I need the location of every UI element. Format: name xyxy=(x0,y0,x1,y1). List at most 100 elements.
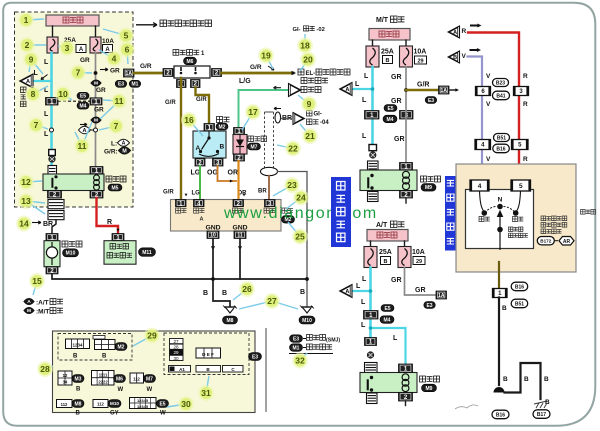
svg-text::M/T: :M/T xyxy=(36,309,49,316)
svg-text:21: 21 xyxy=(305,131,315,141)
svg-text:L: L xyxy=(34,70,39,77)
svg-text:1: 1 xyxy=(50,235,54,241)
svg-text:34: 34 xyxy=(63,380,68,385)
svg-text:B: B xyxy=(220,144,225,151)
svg-text:2: 2 xyxy=(95,192,99,198)
svg-text:4: 4 xyxy=(197,201,201,207)
svg-text:2: 2 xyxy=(25,40,30,50)
svg-text:24: 24 xyxy=(296,193,306,203)
svg-text:3: 3 xyxy=(268,201,272,207)
svg-text:M1: M1 xyxy=(132,82,139,88)
svg-text:1: 1 xyxy=(369,313,373,319)
svg-text:OR: OR xyxy=(228,170,239,177)
svg-text:29: 29 xyxy=(147,331,157,341)
svg-text:A1: A1 xyxy=(179,367,185,372)
svg-text:29: 29 xyxy=(417,59,423,65)
svg-text:7: 7 xyxy=(114,121,119,131)
svg-text:A: A xyxy=(345,289,349,295)
svg-text:A: A xyxy=(79,47,84,53)
svg-text:G/R:: G/R: xyxy=(104,149,118,156)
svg-text:29: 29 xyxy=(416,259,422,265)
svg-text:6: 6 xyxy=(125,45,130,55)
svg-text:B: B xyxy=(453,55,457,61)
svg-text:M10: M10 xyxy=(110,401,119,406)
svg-text:2: 2 xyxy=(50,268,54,274)
svg-text:1: 1 xyxy=(116,235,120,241)
svg-text:M6: M6 xyxy=(116,376,123,382)
svg-text:E5: E5 xyxy=(80,94,86,100)
svg-text:1: 1 xyxy=(370,113,374,119)
svg-text:W: W xyxy=(160,411,166,417)
svg-text:A: A xyxy=(26,79,30,85)
svg-text:M6: M6 xyxy=(187,59,194,65)
svg-text:2: 2 xyxy=(194,82,198,88)
svg-text:M10: M10 xyxy=(66,251,76,257)
svg-text:B16: B16 xyxy=(496,412,505,418)
svg-text:M2: M2 xyxy=(285,217,292,223)
svg-text:A: A xyxy=(200,217,204,223)
svg-text:2: 2 xyxy=(166,71,170,77)
svg-text:R: R xyxy=(523,101,528,108)
svg-text:2: 2 xyxy=(237,201,241,207)
svg-text:GND: GND xyxy=(205,225,220,232)
svg-text:11: 11 xyxy=(237,233,243,239)
svg-text:E3: E3 xyxy=(428,98,434,104)
svg-text:(SMJ): (SMJ) xyxy=(326,338,340,344)
svg-text:GR: GR xyxy=(391,98,402,105)
svg-text:GR: GR xyxy=(110,68,120,75)
svg-text:L: L xyxy=(361,322,366,329)
svg-text:LG: LG xyxy=(191,170,201,177)
svg-text:L: L xyxy=(44,111,49,118)
svg-text:1A: 1A xyxy=(441,88,448,94)
svg-text:31: 31 xyxy=(201,388,211,398)
svg-text:G/R: G/R xyxy=(165,100,176,106)
svg-text:7: 7 xyxy=(34,120,39,130)
svg-text:E5: E5 xyxy=(159,401,165,407)
svg-text:19: 19 xyxy=(261,51,271,61)
svg-text:B: B xyxy=(524,376,529,383)
svg-text:1: 1 xyxy=(208,125,212,131)
svg-text:M3: M3 xyxy=(75,376,82,382)
svg-text:M9: M9 xyxy=(426,386,433,392)
svg-text:1: 1 xyxy=(50,99,54,105)
svg-text:26: 26 xyxy=(242,284,252,294)
svg-text:10: 10 xyxy=(58,89,68,99)
svg-text:1111: 1111 xyxy=(99,373,108,378)
svg-text:3: 3 xyxy=(65,43,70,53)
svg-text:1: 1 xyxy=(237,129,241,135)
svg-text:C: C xyxy=(231,367,235,372)
svg-text:OR: OR xyxy=(238,191,248,197)
svg-text:L: L xyxy=(44,87,49,94)
svg-text:B51: B51 xyxy=(515,301,524,307)
svg-text:B: B xyxy=(76,387,81,393)
svg-text:22: 22 xyxy=(288,144,298,154)
svg-text:GY: GY xyxy=(110,411,119,417)
svg-text:B51: B51 xyxy=(497,135,506,141)
svg-text:B: B xyxy=(384,259,388,265)
svg-text:6: 6 xyxy=(481,89,485,95)
svg-text:1: 1 xyxy=(404,366,408,372)
svg-text:112: 112 xyxy=(97,402,104,407)
svg-text:B: B xyxy=(502,305,507,312)
svg-text:4: 4 xyxy=(481,143,485,149)
svg-text:B: B xyxy=(222,290,227,297)
svg-text:B: B xyxy=(102,354,107,360)
svg-text:12: 12 xyxy=(63,373,68,378)
svg-text:R: R xyxy=(462,28,467,35)
svg-text:12: 12 xyxy=(21,177,31,187)
svg-text:M11: M11 xyxy=(142,250,152,256)
svg-text:27: 27 xyxy=(173,339,179,344)
svg-text:25: 25 xyxy=(295,232,305,242)
svg-text:M: M xyxy=(27,308,31,314)
svg-text:B: B xyxy=(503,376,508,383)
svg-text:10A: 10A xyxy=(102,38,114,45)
svg-text:EL-: EL- xyxy=(306,71,316,77)
svg-text:A: A xyxy=(453,30,457,36)
svg-text:1: 1 xyxy=(24,15,29,25)
svg-text:R: R xyxy=(523,73,528,80)
svg-text:N: N xyxy=(498,197,503,204)
svg-text:M2: M2 xyxy=(219,124,226,130)
svg-text:9: 9 xyxy=(29,55,34,65)
svg-text:AR: AR xyxy=(563,239,571,245)
svg-text:12345: 12345 xyxy=(137,404,149,409)
